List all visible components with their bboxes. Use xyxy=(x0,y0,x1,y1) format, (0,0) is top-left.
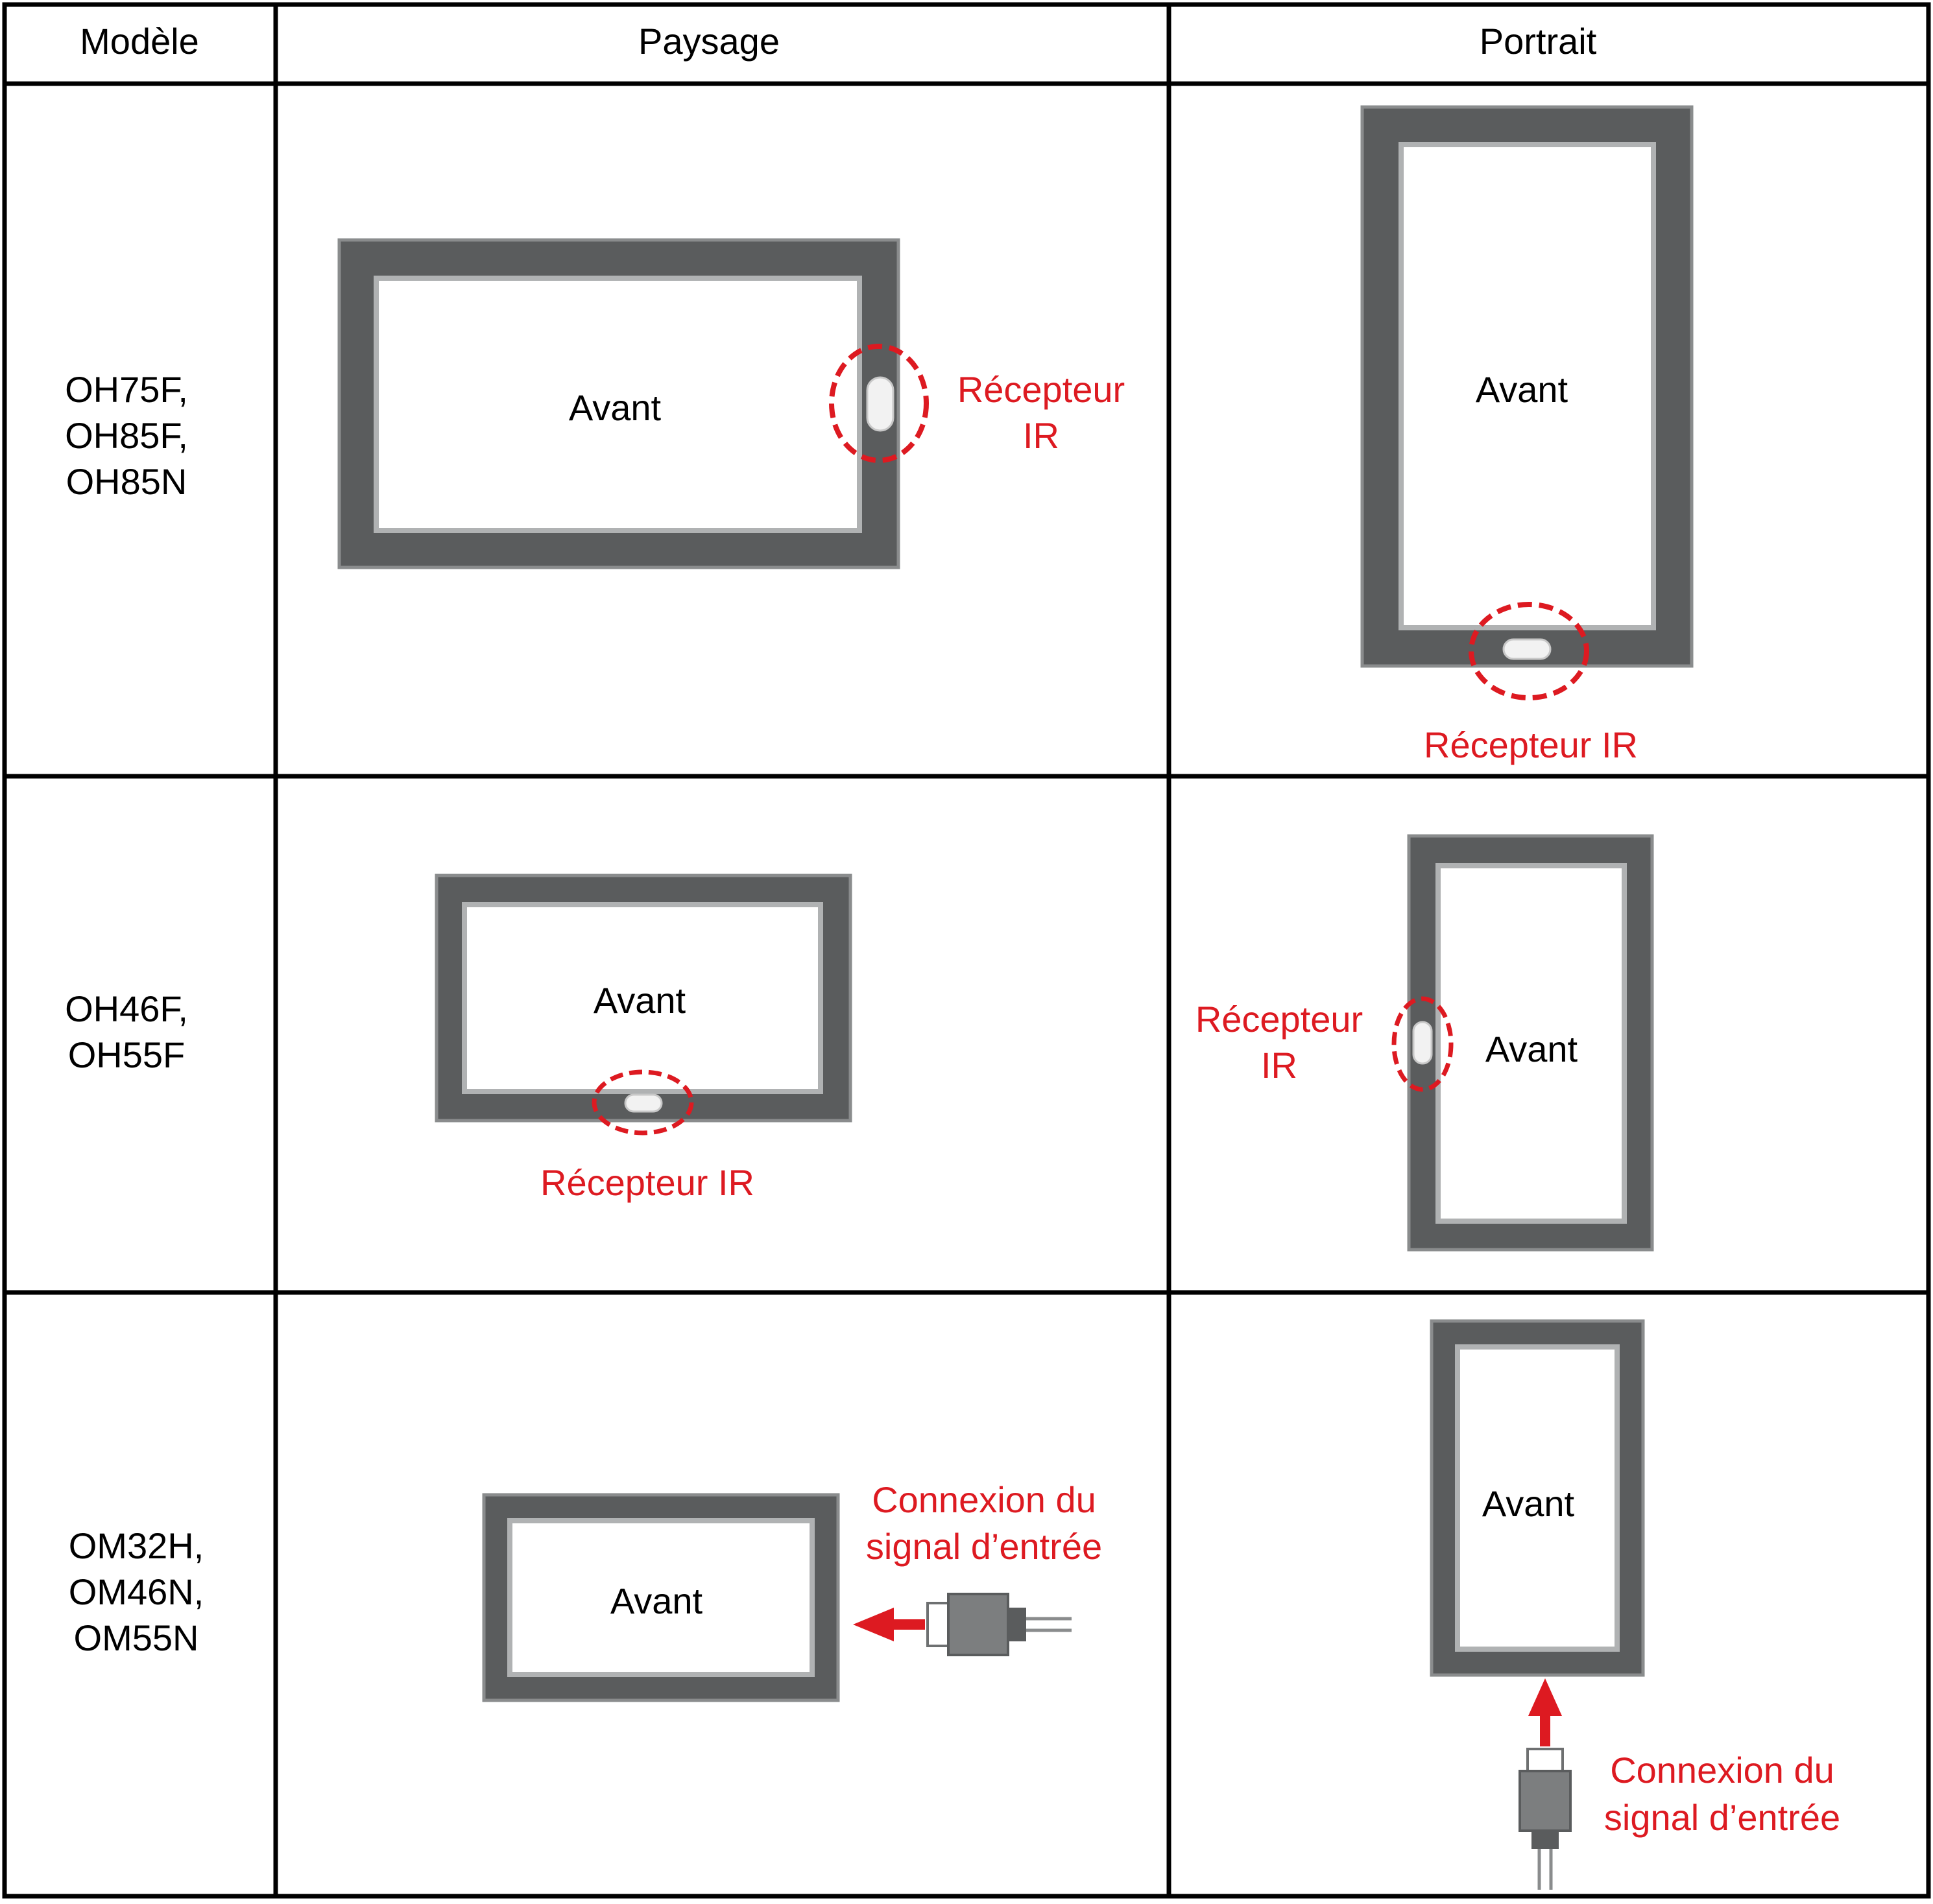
front-label: Avant xyxy=(569,387,662,428)
signal-cable-connector-icon xyxy=(1519,1748,1572,1890)
model-name: OH55F xyxy=(68,1034,186,1075)
display-portrait-om32h: Avant Connexion du signal d’entrée xyxy=(1430,1319,1840,1890)
display-screen xyxy=(462,902,823,1094)
signal-input-label: signal d’entrée xyxy=(1604,1797,1840,1838)
model-names: OH75F, OH85F, OH85N OH46F, OH55F OM32H, … xyxy=(65,369,204,1658)
header-portrait: Portrait xyxy=(1480,21,1597,62)
input-arrow-icon xyxy=(1528,1678,1562,1746)
model-name: OH46F, xyxy=(65,988,188,1029)
header-landscape: Paysage xyxy=(638,21,780,62)
display-landscape-oh75f: Avant Récepteur IR xyxy=(337,238,1125,569)
ir-receiver-label: Récepteur IR xyxy=(540,1162,754,1203)
table-header: Modèle Paysage Portrait xyxy=(80,21,1597,62)
model-name: OM32H, xyxy=(69,1525,204,1566)
front-label: Avant xyxy=(1482,1483,1575,1524)
front-label: Avant xyxy=(610,1580,703,1621)
ir-receiver-sensor xyxy=(624,1093,663,1113)
signal-input-label: Connexion du xyxy=(1610,1750,1834,1791)
display-landscape-oh46f: Avant Récepteur IR xyxy=(435,874,852,1203)
model-name: OH85N xyxy=(66,461,187,502)
model-name: OH85F, xyxy=(65,415,188,456)
signal-cable-connector-icon xyxy=(926,1593,1072,1656)
ir-receiver-label: IR xyxy=(1023,415,1059,456)
display-portrait-oh75f: Avant Récepteur IR xyxy=(1360,105,1694,765)
ir-receiver-label: IR xyxy=(1261,1045,1297,1086)
display-landscape-om32h: Avant Connexion du signal d’entrée xyxy=(482,1479,1102,1702)
front-label: Avant xyxy=(594,980,686,1021)
ir-receiver-sensor xyxy=(1412,1021,1433,1065)
model-name: OM46N, xyxy=(69,1571,204,1612)
ir-receiver-label: Récepteur IR xyxy=(1424,724,1638,765)
input-arrow-icon xyxy=(853,1608,925,1641)
model-name: OM55N xyxy=(74,1617,199,1658)
display-portrait-oh46f: Avant Récepteur IR xyxy=(1195,834,1654,1252)
signal-input-label: Connexion du xyxy=(872,1479,1096,1520)
ir-highlight-circle xyxy=(829,344,929,463)
display-screen xyxy=(1399,142,1656,630)
display-screen xyxy=(1455,1344,1620,1652)
model-name: OH75F, xyxy=(65,369,188,410)
front-label: Avant xyxy=(1485,1029,1578,1069)
display-screen xyxy=(1435,863,1627,1224)
front-label: Avant xyxy=(1476,369,1568,410)
header-model: Modèle xyxy=(80,21,199,62)
ir-highlight-circle xyxy=(1469,602,1589,700)
ir-receiver-sensor xyxy=(866,376,894,432)
display-screen xyxy=(507,1518,815,1677)
ir-receiver-label: Récepteur xyxy=(957,369,1125,410)
display-screen xyxy=(374,276,862,533)
ir-receiver-sensor xyxy=(1502,638,1552,660)
ir-receiver-label: Récepteur xyxy=(1195,999,1363,1040)
ir-highlight-circle xyxy=(592,1069,694,1136)
ir-highlight-circle xyxy=(1391,996,1454,1092)
signal-input-label: signal d’entrée xyxy=(866,1526,1102,1567)
